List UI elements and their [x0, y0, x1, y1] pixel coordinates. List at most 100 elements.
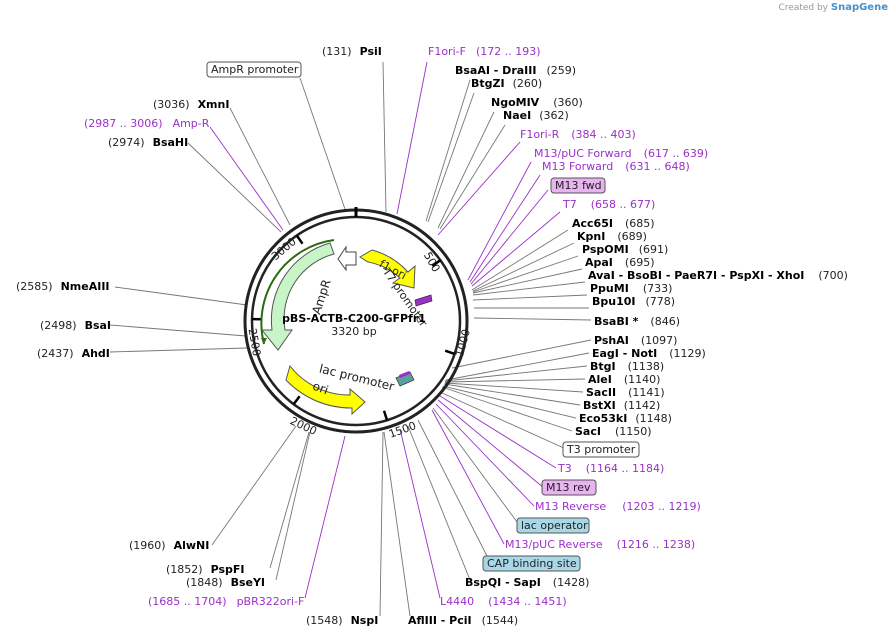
label-m13-puc-forward: M13/pUC Forward(617 .. 639) [534, 147, 708, 160]
label-bpu10i: Bpu10I(778) [592, 295, 675, 308]
label-cap-binding-site: CAP binding site [487, 557, 577, 570]
label-btgi: BtgI(1138) [590, 360, 664, 373]
connector-avai [473, 282, 585, 295]
label-btgzi: BtgZI(260) [471, 77, 542, 90]
label-sacii: SacII(1141) [586, 386, 665, 399]
label-nmeaiii: (2585)NmeAIII [16, 280, 110, 293]
connector-nspi [380, 432, 383, 616]
label-bsabi: BsaBI *(846) [594, 315, 680, 328]
connector-bsaai [426, 80, 470, 221]
connector-btgi [445, 366, 587, 381]
connector-eagi [446, 353, 589, 380]
connector-nmeaiii [115, 287, 247, 305]
plasmid-size: 3320 bp [331, 325, 376, 338]
label-f1ori-f: F1ori-F(172 .. 193) [428, 45, 541, 58]
connector-acc65i [472, 230, 568, 290]
label-t7: T7(658 .. 677) [562, 198, 655, 211]
label-m13-puc-reverse: M13/pUC Reverse(1216 .. 1238) [505, 538, 695, 551]
connector-bsai [110, 325, 246, 336]
label-lac-operator: lac operator [521, 519, 588, 532]
tick-label-3000: 3000 [269, 235, 299, 263]
connector-m13pucrev [432, 410, 504, 544]
label-m13-reverse: M13 Reverse(1203 .. 1219) [535, 500, 701, 513]
label-pshai: PshAI(1097) [594, 334, 677, 347]
snapgene-credit: Created by SnapGene [778, 2, 888, 13]
label-aflIII: AflIII - PciI(1544) [408, 614, 518, 627]
label-alei: AleI(1140) [588, 373, 660, 386]
label-kpni: KpnI(689) [577, 230, 647, 243]
label-m13-forward: M13 Forward(631 .. 648) [542, 160, 690, 173]
ampr-promoter-arrow [338, 247, 356, 270]
label-eco53ki: Eco53kI(1148) [579, 412, 672, 425]
label-pspomi: PspOMI(691) [582, 243, 668, 256]
connector-naei [440, 125, 505, 229]
connector-amprprom [300, 78, 346, 212]
tick-label-500: 500 [421, 250, 443, 275]
label-ngomiv: NgoMIV(360) [491, 96, 583, 109]
connector-m13reverse [436, 404, 534, 506]
connector-m13fwdp [470, 175, 540, 282]
label-pspfi: (1852)PspFI [166, 563, 244, 576]
connector-aflIII [384, 432, 410, 616]
connector-pbr322 [305, 436, 345, 598]
label-bsaai: BsaAI - DraIII(259) [455, 64, 576, 77]
label-avai: AvaI - BsoBI - PaeR7I - PspXI - XhoI(700… [588, 269, 848, 282]
connector-alwni [212, 426, 296, 545]
label-ppumi: PpuMI(733) [590, 282, 672, 295]
connector-pspomi [473, 256, 578, 292]
connector-pspfi [270, 432, 309, 568]
label-bspqi: BspQI - SapI(1428) [465, 576, 589, 589]
tick-3000 [297, 235, 303, 243]
connector-f1orir [438, 142, 520, 235]
connector-ahdi [110, 348, 247, 352]
label-nspi: (1548)NspI [306, 614, 378, 627]
label-ampr-promoter: AmpR promoter [211, 63, 299, 76]
connector-m13rev [438, 400, 544, 488]
label-f1ori-r: F1ori-R(384 .. 403) [520, 128, 636, 141]
label-apai: ApaI(695) [585, 256, 655, 269]
label-amp-r: (2987 .. 3006)Amp-R [84, 117, 210, 130]
label-m13-fwd: M13 fwd [555, 179, 602, 192]
site-labels: (131)PsiI F1ori-F(172 .. 193) BsaAI - Dr… [16, 45, 848, 627]
label-m13-rev: M13 rev [546, 481, 591, 494]
ring-label-lac-promoter: lac promoter [318, 362, 396, 394]
connector-ampr [210, 127, 283, 230]
label-xmni: (3036)XmnI [153, 98, 229, 111]
ring-label-ampr: AmpR [309, 278, 333, 316]
connector-bsahi [188, 143, 281, 232]
connector-ppumi [473, 295, 587, 300]
label-bsai: (2498)BsaI [40, 319, 111, 332]
label-naei: NaeI(362) [503, 109, 569, 122]
label-t3: T3(1164 .. 1184) [557, 462, 664, 475]
connector-apai [473, 269, 582, 293]
label-eagi: EagI - NotI(1129) [592, 347, 706, 360]
tick-label-1000: 1000 [453, 328, 473, 358]
connector-bsabi [474, 318, 591, 320]
label-bseyi: (1848)BseYI [186, 576, 265, 589]
label-bsahi: (2974)BsaHI [108, 136, 188, 149]
label-acc65i: Acc65I(685) [572, 217, 655, 230]
connector-xmni [230, 108, 290, 225]
label-alwni: (1960)AlwNI [129, 539, 209, 552]
label-saci: SacI(1150) [575, 425, 652, 438]
label-ahdi: (2437)AhdI [37, 347, 110, 360]
connector-kpni [473, 243, 574, 291]
label-pbr322ori-f: (1685 .. 1704)pBR322ori-F [148, 595, 304, 608]
connector-pshai [452, 340, 591, 368]
plasmid-name: pBS-ACTB-C200-GFPfr1 [282, 312, 426, 325]
connector-bseyi [276, 432, 310, 580]
tick-1500 [384, 411, 387, 421]
connector-psii [383, 62, 386, 212]
snapgene-logo-text: SnapGene [831, 2, 888, 13]
label-t3-promoter: T3 promoter [566, 443, 636, 456]
credit-prefix: Created by [778, 3, 828, 13]
tick-2000 [294, 396, 300, 404]
connector-alei [445, 379, 585, 382]
label-l4440: L4440(1434 .. 1451) [440, 595, 567, 608]
connector-f1orif [397, 62, 427, 214]
connector-lacop [433, 408, 520, 526]
connector-l4440 [400, 429, 440, 598]
connector-t7 [472, 212, 560, 286]
label-psii: (131)PsiI [322, 45, 382, 58]
